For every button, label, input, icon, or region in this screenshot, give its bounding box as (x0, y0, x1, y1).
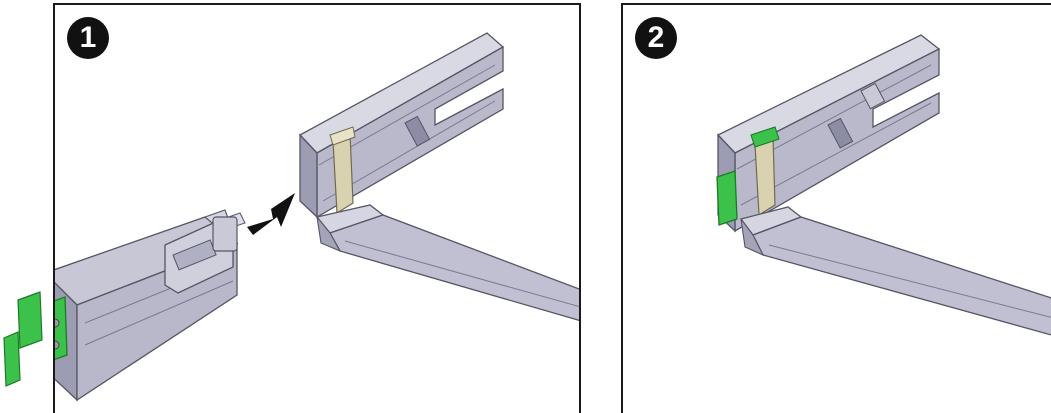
assembled-slide-rail (716, 34, 941, 233)
step-1-illustration (55, 32, 579, 402)
right-arrow-icon (247, 193, 295, 235)
cable-management-arm (739, 206, 1051, 336)
release-tab (750, 126, 780, 217)
step-1-badge: 1 (67, 17, 109, 59)
release-tab (329, 126, 356, 215)
cable-management-arm-connector (164, 212, 246, 294)
step-2-badge: 2 (635, 17, 677, 59)
green-release-latch (55, 296, 68, 361)
inner-slide-rail (298, 32, 505, 219)
outer-connector-latch-left (3, 291, 43, 387)
step-2-illustration (716, 34, 1051, 336)
green-release-latch (716, 170, 738, 226)
step-2-panel: 2 (621, 3, 1051, 413)
cable-management-arm (315, 204, 579, 322)
step-1-panel: 1 (53, 3, 581, 413)
